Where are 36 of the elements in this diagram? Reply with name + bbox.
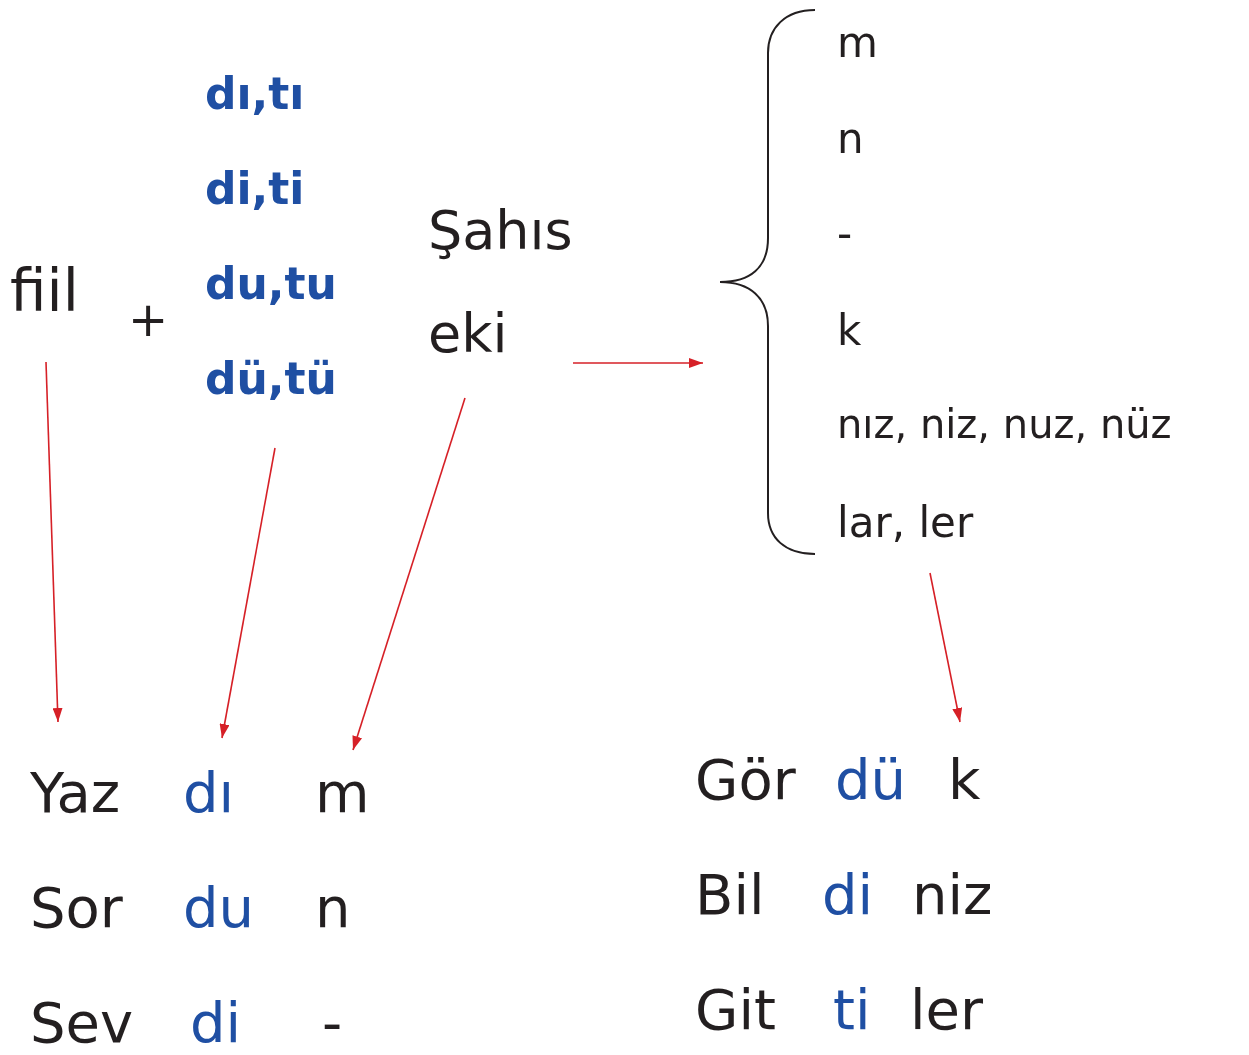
arrow (45, 361, 63, 723)
suffix-text: niz (912, 867, 993, 923)
suffix-text: di (822, 867, 874, 923)
word-text: Sev (30, 995, 134, 1051)
arrow (929, 572, 963, 723)
suffix-text: n (837, 118, 864, 160)
word-text: Yaz (30, 765, 121, 821)
suffix-text: di,ti (205, 167, 305, 211)
word-text: Gör (695, 752, 796, 808)
suffix-text: lar, ler (837, 502, 974, 544)
suffix-text: dı (183, 765, 235, 821)
word-text: Git (695, 982, 776, 1038)
suffix-text: du (183, 880, 255, 936)
word-text: Şahıs eki (428, 198, 574, 367)
plus-sign: + (128, 295, 169, 343)
suffix-text: dü (835, 752, 907, 808)
word-text: fiil (10, 262, 79, 320)
suffix-text: n (315, 880, 351, 936)
arrow (219, 447, 276, 739)
suffix-text: m (837, 22, 878, 64)
suffix-text: k (837, 310, 862, 352)
suffix-text: ti (833, 982, 871, 1038)
arrow (572, 358, 704, 368)
suffix-text: nız, niz, nuz, nüz (837, 404, 1172, 444)
suffix-text: di (190, 995, 242, 1051)
suffix-text: du,tu (205, 262, 337, 306)
word-text: m (315, 765, 370, 821)
arrow (352, 397, 466, 751)
suffix-text: - (322, 995, 343, 1051)
suffix-text: ler (910, 982, 984, 1038)
word-text: Bil (695, 867, 765, 923)
suffix-text: - (837, 213, 853, 255)
word-text: k (948, 752, 981, 808)
suffix-text: dı,tı (205, 72, 305, 116)
word-text: Sor (30, 880, 123, 936)
suffix-text: dü,tü (205, 357, 337, 401)
